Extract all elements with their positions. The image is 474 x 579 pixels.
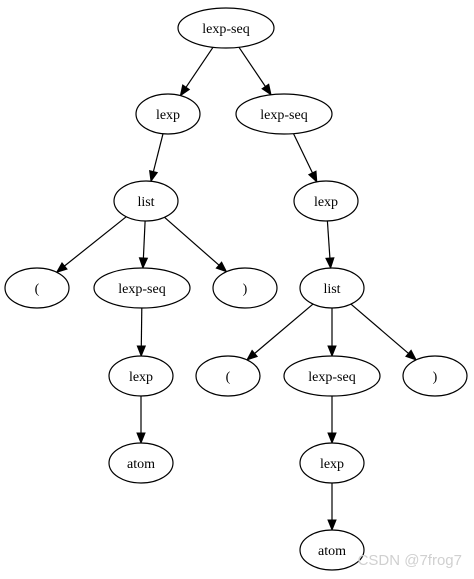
arrowhead-icon — [55, 262, 68, 274]
node-ellipse — [283, 355, 381, 397]
arrowhead-icon — [179, 84, 191, 97]
tree-node-n7: ) — [212, 267, 278, 309]
edge-n1-n2 — [179, 46, 214, 97]
arrowhead-icon — [261, 83, 272, 96]
node-label: list — [323, 282, 340, 297]
node-label: ( — [35, 282, 40, 297]
tree-node-n16: atom — [299, 529, 365, 571]
arrowhead-icon — [327, 519, 337, 532]
arrowhead-icon — [307, 170, 318, 184]
edge-n13-n15 — [327, 396, 337, 445]
edge-n1-n3 — [238, 46, 272, 96]
node-label: lexp — [156, 108, 180, 123]
edge-line — [292, 133, 313, 174]
node-ellipse — [108, 442, 174, 484]
tree-node-n11: list — [299, 267, 365, 309]
tree-node-n13: lexp-seq — [283, 355, 381, 397]
edge-n2-n4 — [149, 133, 164, 183]
node-ellipse — [93, 267, 191, 309]
edge-n4-n7 — [164, 216, 228, 273]
node-label: lexp-seq — [308, 370, 355, 385]
node-label: atom — [318, 544, 346, 559]
arrowhead-icon — [136, 345, 147, 358]
tree-node-n5: ( — [4, 267, 70, 309]
watermark: CSDN @7frog7 — [357, 552, 462, 569]
node-ellipse — [293, 180, 359, 222]
node-ellipse — [212, 267, 278, 309]
node-ellipse — [177, 7, 275, 49]
node-ellipse — [195, 355, 261, 397]
edge-line — [326, 220, 331, 259]
tree-node-n9: atom — [108, 442, 174, 484]
node-label: atom — [127, 457, 155, 472]
edge-n3-n10 — [292, 133, 318, 184]
arrowhead-icon — [327, 345, 337, 358]
node-ellipse — [299, 267, 365, 309]
edge-n10-n11 — [325, 220, 335, 270]
arrowhead-icon — [138, 257, 149, 270]
arrowhead-icon — [327, 432, 337, 445]
tree-node-n15: lexp — [299, 442, 365, 484]
edge-line — [254, 303, 314, 354]
arrowhead-icon — [405, 349, 418, 361]
tree-edges — [55, 46, 418, 532]
edge-n11-n12 — [245, 303, 314, 361]
tree-node-n12: ( — [195, 355, 261, 397]
node-ellipse — [4, 267, 70, 309]
edge-n4-n5 — [55, 216, 127, 274]
edge-line — [164, 216, 220, 266]
tree-node-n4: list — [113, 180, 179, 222]
arrowhead-icon — [215, 261, 228, 273]
tree-nodes: lexp-seq lexp lexp-seq list ( lexp-seq) lexp at… — [4, 7, 468, 571]
edge-line — [142, 220, 146, 259]
edge-line — [350, 303, 409, 354]
arrowhead-icon — [136, 432, 146, 445]
node-label: lexp-seq — [260, 108, 307, 123]
node-label: list — [137, 195, 154, 210]
edge-n15-n16 — [327, 483, 337, 532]
edge-n4-n6 — [138, 220, 149, 270]
node-label: ) — [243, 282, 248, 297]
edge-n11-n14 — [350, 303, 418, 361]
edge-line — [140, 307, 143, 347]
tree-node-n8: lexp — [108, 355, 174, 397]
node-ellipse — [135, 93, 201, 135]
arrowhead-icon — [245, 349, 259, 361]
node-ellipse — [113, 180, 179, 222]
node-label: lexp — [314, 195, 338, 210]
tree-node-n10: lexp — [293, 180, 359, 222]
node-ellipse — [299, 529, 365, 571]
node-label: lexp-seq — [118, 282, 165, 297]
edge-n8-n9 — [136, 396, 146, 445]
node-label: ) — [433, 370, 438, 385]
arrowhead-icon — [325, 257, 335, 270]
node-label: lexp — [129, 370, 153, 385]
edge-line — [64, 216, 127, 267]
tree-node-n1: lexp-seq — [177, 7, 275, 49]
node-ellipse — [402, 355, 468, 397]
edge-line — [185, 46, 214, 88]
edge-line — [152, 133, 164, 172]
node-label: lexp — [320, 457, 344, 472]
tree-node-n2: lexp — [135, 93, 201, 135]
tree-node-n14: ) — [402, 355, 468, 397]
arrowhead-icon — [149, 169, 159, 183]
node-label: lexp-seq — [202, 22, 249, 37]
node-ellipse — [235, 93, 333, 135]
node-label: ( — [226, 370, 231, 385]
edge-n11-n13 — [327, 308, 337, 358]
edge-line — [238, 46, 266, 87]
tree-node-n3: lexp-seq — [235, 93, 333, 135]
node-ellipse — [108, 355, 174, 397]
node-ellipse — [299, 442, 365, 484]
edge-n6-n8 — [136, 307, 147, 358]
tree-node-n6: lexp-seq — [93, 267, 191, 309]
